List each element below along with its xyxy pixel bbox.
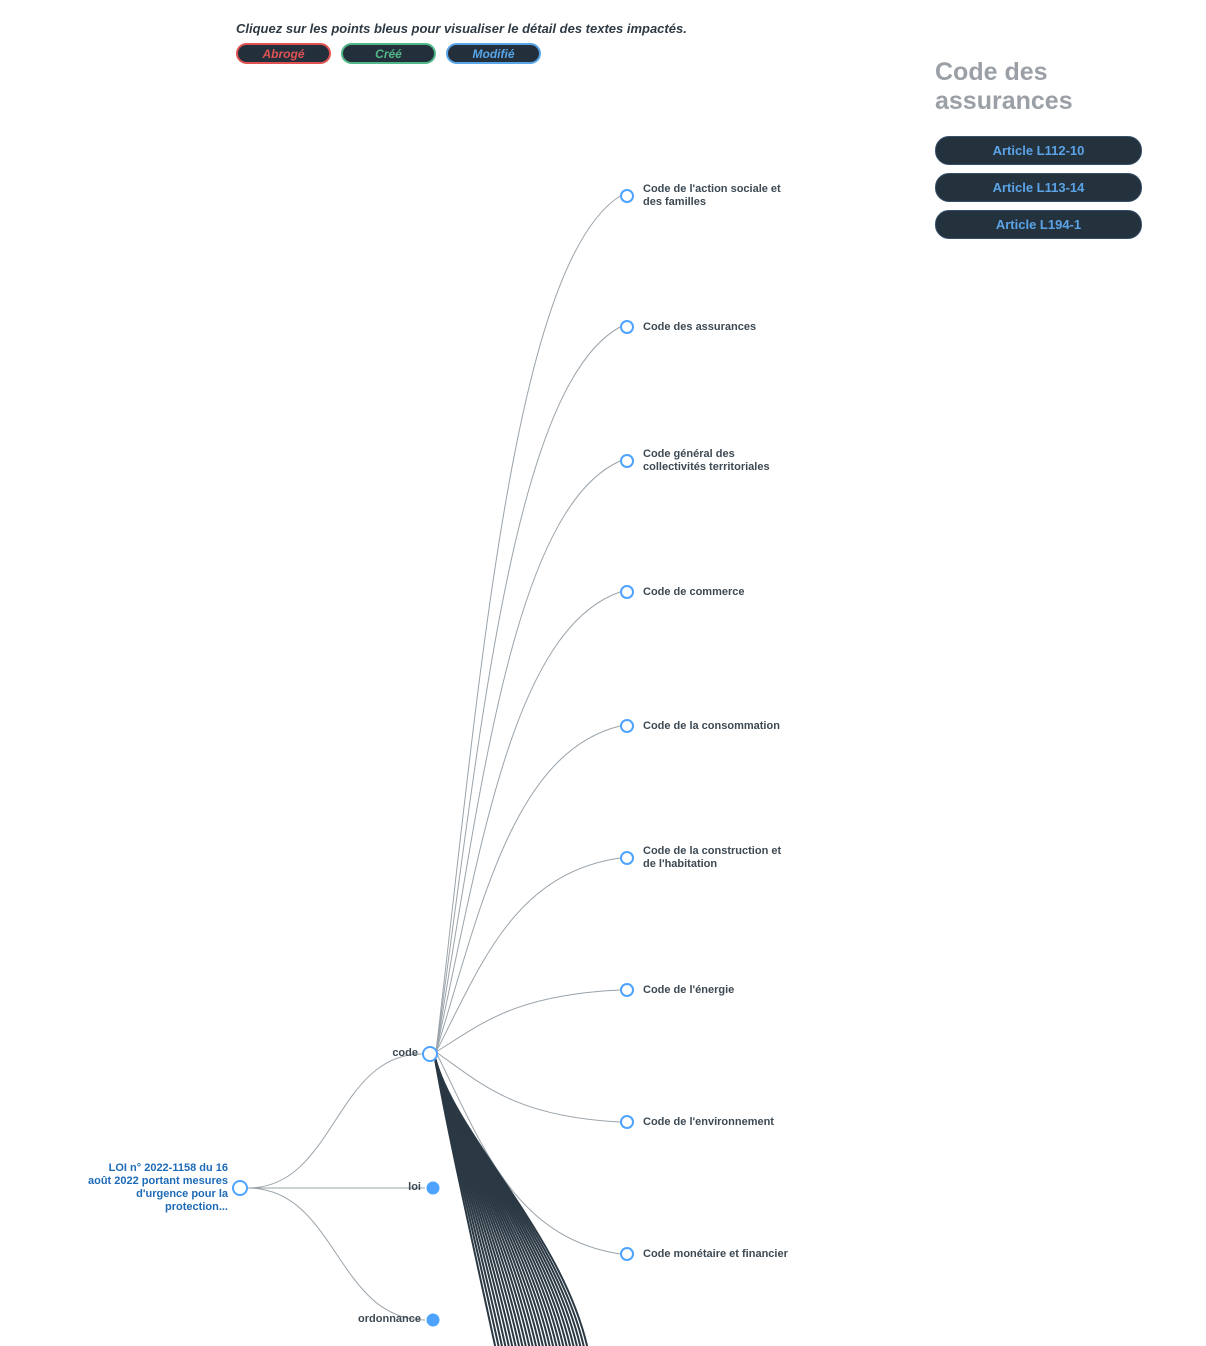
legend-pill-modifie[interactable]: Modifié: [446, 43, 541, 64]
legend-pill-abroge[interactable]: Abrogé: [236, 43, 331, 64]
legend: Abrogé Créé Modifié: [236, 43, 541, 64]
article-button[interactable]: Article L112-10: [935, 136, 1142, 165]
leaf-node[interactable]: [620, 719, 634, 733]
branch-node-loi[interactable]: [426, 1181, 440, 1195]
branch-leaf-edge: [435, 725, 621, 1053]
legend-pill-cree[interactable]: Créé: [341, 43, 436, 64]
leaf-node[interactable]: [620, 189, 634, 203]
leaf-node[interactable]: [620, 851, 634, 865]
branch-leaf-edge: [435, 1051, 621, 1255]
article-button[interactable]: Article L194-1: [935, 210, 1142, 239]
root-branch-edge: [247, 1053, 423, 1189]
branch-node-code[interactable]: [422, 1046, 438, 1062]
leaf-node[interactable]: [620, 1247, 634, 1261]
root-node[interactable]: [232, 1180, 248, 1196]
branch-leaf-edge: [435, 326, 621, 1053]
article-button[interactable]: Article L113-14: [935, 173, 1142, 202]
instruction-text: Cliquez sur les points bleus pour visual…: [236, 21, 687, 36]
branch-leaf-edge: [435, 989, 621, 1053]
leaf-node[interactable]: [620, 320, 634, 334]
branch-leaf-edge: [435, 460, 621, 1053]
branch-leaf-edge: [435, 195, 621, 1053]
bundle-edge: [434, 1057, 589, 1346]
root-branch-edge: [247, 1187, 426, 1321]
branch-leaf-edge: [435, 1051, 621, 1123]
branch-node-ordonnance[interactable]: [426, 1313, 440, 1327]
leaf-node[interactable]: [620, 585, 634, 599]
panel-title: Code des assurances: [935, 58, 1073, 115]
leaf-node[interactable]: [620, 454, 634, 468]
leaf-node[interactable]: [620, 983, 634, 997]
leaf-node[interactable]: [620, 1115, 634, 1129]
branch-leaf-edge: [435, 857, 621, 1053]
branch-leaf-edge: [435, 591, 621, 1053]
